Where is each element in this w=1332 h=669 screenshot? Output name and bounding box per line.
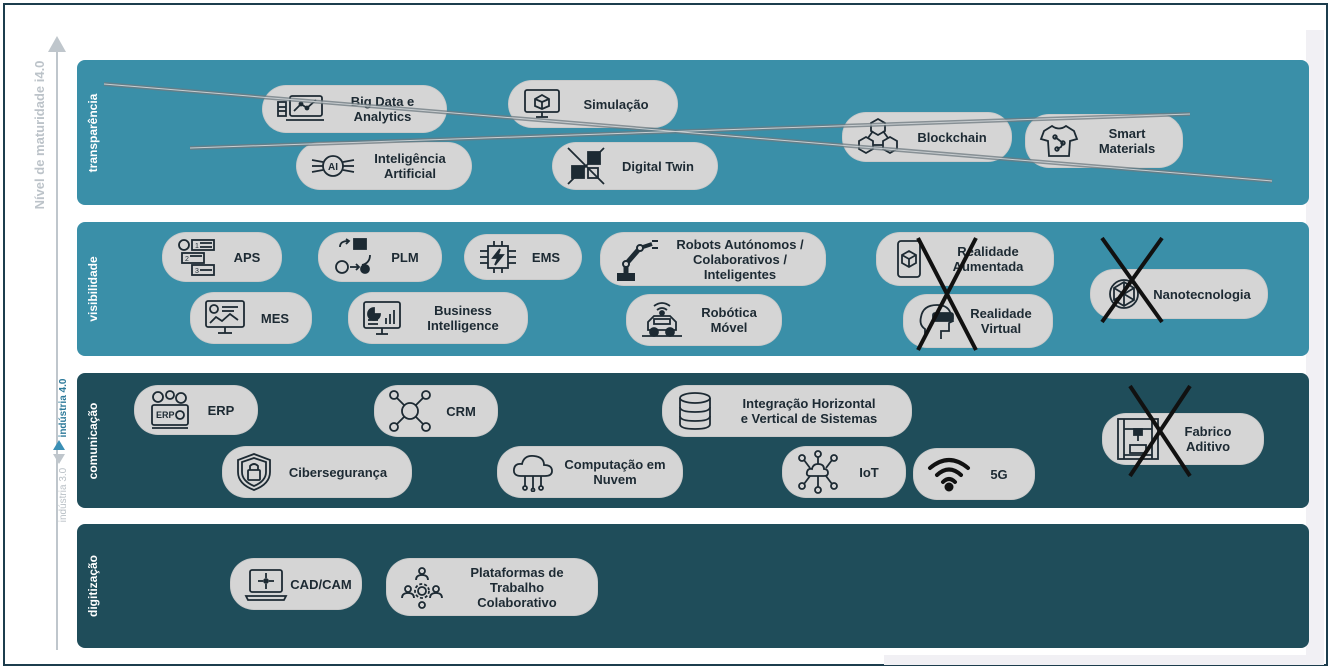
tech-bi: Business Intelligence xyxy=(348,292,528,344)
tech-label: Business Intelligence xyxy=(427,303,499,333)
tech-ciberseguranca: Cibersegurança xyxy=(222,446,412,498)
tech-label: EMS xyxy=(531,249,561,265)
erp-gear-icon: ERP xyxy=(148,389,192,431)
phone-ar-icon xyxy=(890,239,930,279)
tech-label: Fabrico Aditivo xyxy=(1184,424,1232,454)
tech-label: 5G xyxy=(990,466,1008,482)
shirt-circuit-icon xyxy=(1039,123,1079,159)
tech-realidade-virtual: Realidade Virtual xyxy=(903,294,1053,348)
bi-chart-icon xyxy=(362,298,406,338)
cloud-icon xyxy=(511,452,555,492)
energy-chip-icon xyxy=(478,240,518,274)
svg-text:2: 2 xyxy=(185,256,189,263)
monitor-dashboard-icon xyxy=(204,299,246,337)
cross-realidade xyxy=(916,237,978,351)
tech-ems: EMS xyxy=(464,234,582,280)
tech-label: Computação em Nuvem xyxy=(564,457,666,487)
monitor-cube-icon xyxy=(522,87,562,121)
laptop-cad-icon xyxy=(244,566,288,602)
tech-label: APS xyxy=(233,249,261,265)
industry-30-arrow-icon xyxy=(53,454,65,464)
tech-label: CAD/CAM xyxy=(290,576,352,592)
twin-cubes-icon xyxy=(566,146,606,186)
tech-label: Simulação xyxy=(583,96,649,112)
tech-label: CRM xyxy=(446,403,476,419)
tech-mes: MES xyxy=(190,292,312,344)
database-icon xyxy=(676,391,714,431)
tech-iot: IoT xyxy=(782,446,906,498)
maturity-axis-line xyxy=(56,50,58,650)
network-icon xyxy=(388,389,432,433)
tech-label: Digital Twin xyxy=(622,158,694,174)
tech-label: Plataformas de Trabalho Colaborativo xyxy=(470,564,564,610)
tech-label: Smart Materials xyxy=(1098,126,1156,156)
tech-label: PLM xyxy=(391,249,419,265)
cross-fabrico-aditivo xyxy=(1128,384,1192,478)
tech-label: Robots Autónomos / Colaborativos / Intel… xyxy=(676,236,804,282)
tech-plataformas: Plataformas de Trabalho Colaborativo xyxy=(386,558,598,616)
tech-label: Inteligência Artificial xyxy=(374,151,446,181)
svg-text:1: 1 xyxy=(195,243,199,250)
tech-5g: 5G xyxy=(913,448,1035,500)
right-margin-panel xyxy=(1306,30,1324,660)
tech-erp: ERP ERP xyxy=(134,385,258,435)
tech-label: Robótica Móvel xyxy=(701,305,757,335)
cross-nanotecnologia xyxy=(1100,236,1164,324)
tech-label: Realidade Virtual xyxy=(970,306,1032,336)
tech-label: MES xyxy=(260,310,290,326)
tech-label: Integração Horizontal e Vertical de Sist… xyxy=(740,396,878,426)
iot-icon xyxy=(796,450,840,494)
industry-40-arrow-icon xyxy=(53,440,65,450)
team-gear-icon xyxy=(400,565,444,609)
svg-text:3: 3 xyxy=(195,268,199,275)
tech-fabrico-aditivo: Fabrico Aditivo xyxy=(1102,413,1264,465)
tech-robotica-movel: Robótica Móvel xyxy=(626,294,782,346)
tech-label: ERP xyxy=(207,402,235,418)
mobile-robot-icon xyxy=(640,300,684,340)
printer-3d-icon xyxy=(1116,417,1160,461)
robot-arm-icon xyxy=(614,236,662,282)
tech-label: Nanotecnologia xyxy=(1153,286,1251,302)
tech-label: Blockchain xyxy=(917,129,987,145)
maturity-axis-arrow-icon xyxy=(48,36,66,52)
tech-crm: CRM xyxy=(374,385,498,437)
tech-smart-materials: Smart Materials xyxy=(1025,114,1183,168)
tech-ia: AI Inteligência Artificial xyxy=(296,142,472,190)
ai-chip-icon: AI xyxy=(310,150,356,182)
tech-cadcam: CAD/CAM xyxy=(230,558,362,610)
svg-text:AI: AI xyxy=(328,162,338,173)
laptop-analytics-icon xyxy=(276,94,326,124)
tech-label: Cibersegurança xyxy=(288,464,388,480)
svg-text:ERP: ERP xyxy=(156,410,175,420)
lifecycle-icon xyxy=(332,237,376,277)
tech-robots: Robots Autónomos / Colaborativos / Intel… xyxy=(600,232,826,286)
tech-plm: PLM xyxy=(318,232,442,282)
wifi-icon xyxy=(927,456,971,492)
shield-lock-icon xyxy=(236,452,272,492)
tech-label: IoT xyxy=(859,464,879,480)
tech-integracao: Integração Horizontal e Vertical de Sist… xyxy=(662,385,912,437)
tech-cloud: Computação em Nuvem xyxy=(497,446,683,498)
bottom-margin-panel xyxy=(884,655,1324,665)
tech-digital-twin: Digital Twin xyxy=(552,142,718,190)
